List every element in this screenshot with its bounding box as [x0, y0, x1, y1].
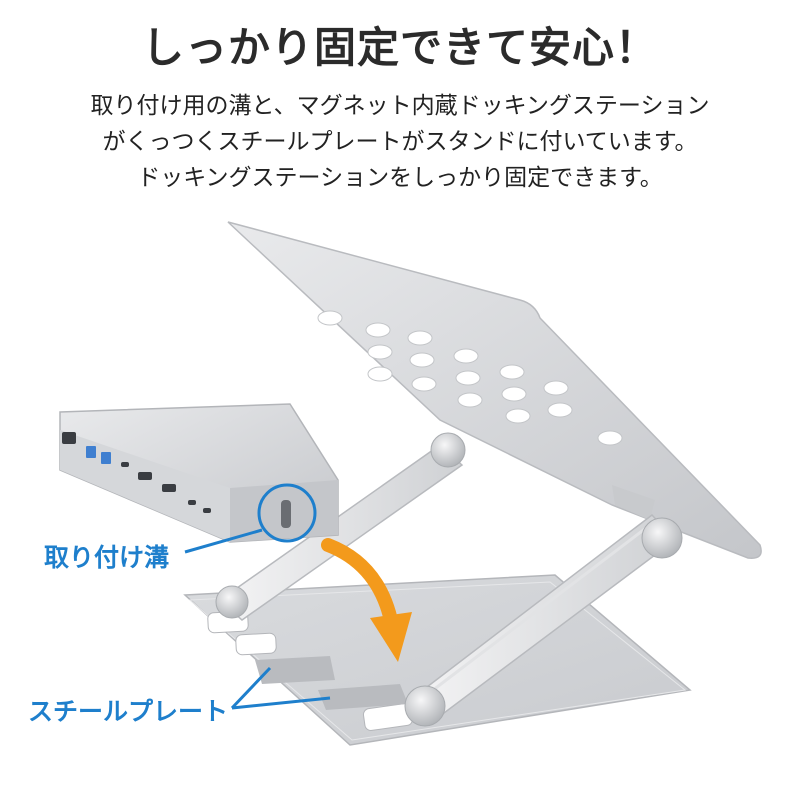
steel-plate: [255, 656, 408, 710]
groove-callout-marker: [184, 483, 317, 554]
groove: [281, 500, 291, 528]
attach-arrow: [321, 538, 412, 662]
docking-station: [59, 403, 339, 543]
stand-arms: [215, 432, 683, 727]
description: 取り付け用の溝と、マグネット内蔵ドッキングステーション がくっつくスチールプレー…: [0, 88, 800, 196]
groove-label: 取り付け溝: [44, 543, 170, 572]
steel-plate-label: スチールプレート: [28, 697, 229, 726]
laptop-platform: [227, 221, 762, 559]
steel-plate-callout-lines: [230, 666, 331, 710]
headline: しっかり固定できて安心！: [141, 23, 658, 72]
description-line-2: がくっつくスチールプレートがスタンドに付いています。: [102, 129, 698, 155]
description-line-1: 取り付け用の溝と、マグネット内蔵ドッキングステーション: [90, 93, 710, 119]
description-line-3: ドッキングステーションをしっかり固定できます。: [137, 165, 663, 191]
